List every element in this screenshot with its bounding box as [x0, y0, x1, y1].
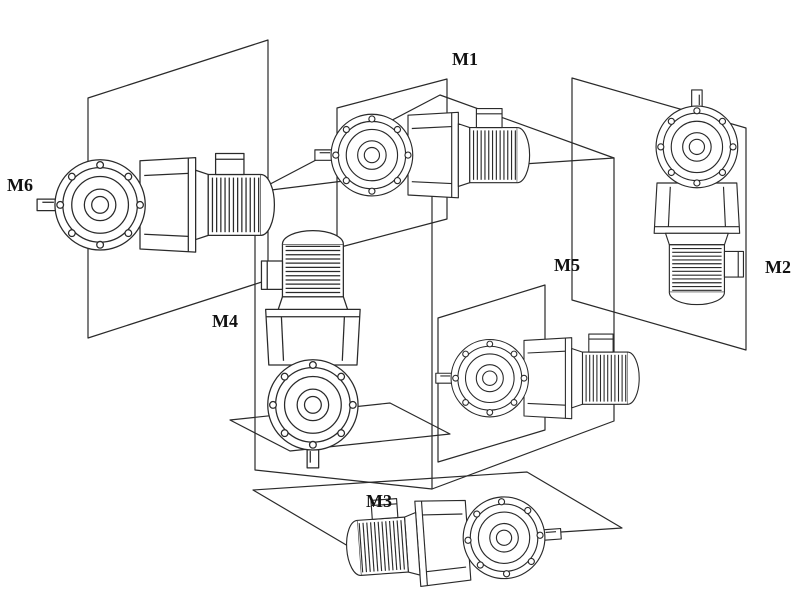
label-m2: M2 [765, 257, 791, 277]
gearmotor-m6-illustration [36, 152, 276, 253]
label-m6: M6 [7, 175, 33, 195]
gearmotors [36, 89, 745, 592]
position-labels: M1 M2 M3 M4 M5 M6 [7, 49, 791, 511]
label-m1: M1 [452, 49, 478, 69]
gearmotor-m2-illustration [653, 89, 745, 306]
mounting-plane-m1 [336, 78, 448, 249]
gearmotor-m4-illustration [260, 229, 361, 469]
gearmotor-m5-illustration [435, 333, 640, 420]
label-m5: M5 [554, 255, 580, 275]
label-m3: M3 [366, 491, 392, 511]
mounting-plane-m3 [252, 471, 623, 547]
mounting-plane-m5 [437, 284, 546, 463]
gearmotor-m1-illustration [314, 107, 531, 199]
label-m4: M4 [212, 311, 238, 331]
